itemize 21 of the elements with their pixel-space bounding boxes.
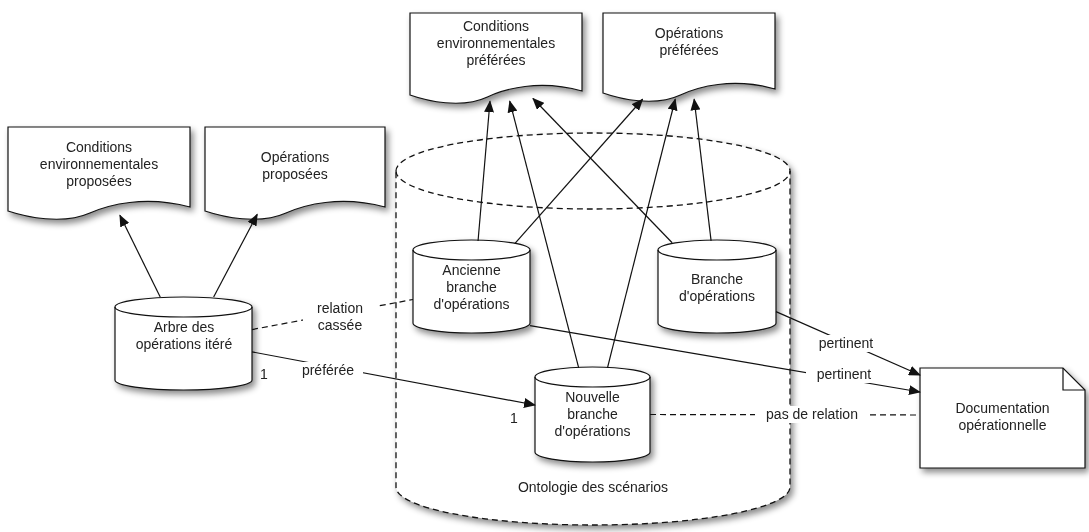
arrow bbox=[606, 98, 678, 369]
edge-label: pas de relation bbox=[755, 406, 869, 423]
node-label: Documentation opérationnelle bbox=[955, 400, 1050, 433]
node-label: Arbre des opérations itéré bbox=[135, 319, 233, 352]
arrow bbox=[213, 213, 258, 298]
arrow bbox=[119, 214, 161, 298]
arrow bbox=[532, 97, 673, 244]
node-label: Conditions environnementales préférées bbox=[436, 18, 556, 68]
multiplicity-label: 1 bbox=[510, 410, 518, 426]
node-label: Conditions environnementales proposées bbox=[39, 139, 159, 189]
node-label: Ancienne branche d'opérations bbox=[433, 262, 510, 312]
node-label: Branche d'opérations bbox=[679, 271, 755, 304]
arrow bbox=[507, 100, 580, 369]
arrow bbox=[514, 98, 644, 245]
node-label: Nouvelle branche d'opérations bbox=[554, 389, 631, 439]
multiplicity-label: 1 bbox=[260, 366, 268, 382]
arrow bbox=[690, 98, 712, 242]
arrow bbox=[477, 100, 495, 242]
node-label: Opérations proposées bbox=[260, 149, 330, 182]
node-label: Opérations préférées bbox=[654, 25, 724, 58]
container-label: Ontologie des scénarios bbox=[517, 479, 669, 495]
